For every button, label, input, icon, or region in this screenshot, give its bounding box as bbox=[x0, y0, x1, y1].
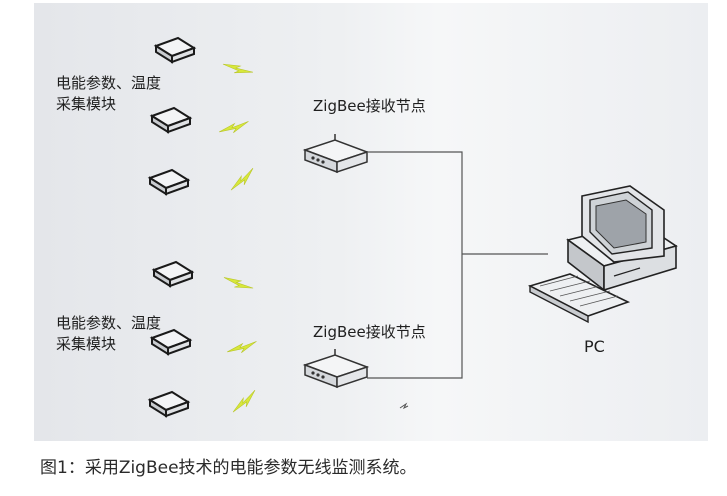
zigbee-receiver-icon bbox=[304, 348, 368, 388]
lightning-signal-icon bbox=[228, 389, 261, 415]
figure-caption: 图1：采用ZigBee技术的电能参数无线监测系统。 bbox=[40, 458, 417, 478]
lightning-signal-icon bbox=[222, 270, 254, 297]
connection-lines bbox=[367, 151, 548, 379]
lightning-signal-icon bbox=[218, 121, 250, 135]
lightning-signal-icon bbox=[221, 56, 254, 82]
zigbee-receiver-icon bbox=[304, 133, 368, 173]
lightning-signal-icon bbox=[226, 167, 259, 193]
module-group-bottom-label: 电能参数、温度采集模块 bbox=[56, 314, 162, 353]
receiver-bottom-label: ZigBee接收节点 bbox=[313, 323, 426, 341]
sensor-module-icon bbox=[149, 391, 189, 417]
sensor-module-icon bbox=[153, 261, 193, 287]
sensor-module-icon bbox=[149, 169, 189, 195]
lightning-signal-icon bbox=[226, 341, 258, 355]
sensor-module-icon bbox=[155, 37, 195, 63]
stray-mark bbox=[399, 402, 409, 410]
pc-label: PC bbox=[584, 337, 605, 356]
module-group-top-label: 电能参数、温度采集模块 bbox=[56, 74, 162, 113]
desktop-computer-icon bbox=[527, 185, 678, 324]
receiver-top-label: ZigBee接收节点 bbox=[313, 97, 426, 115]
